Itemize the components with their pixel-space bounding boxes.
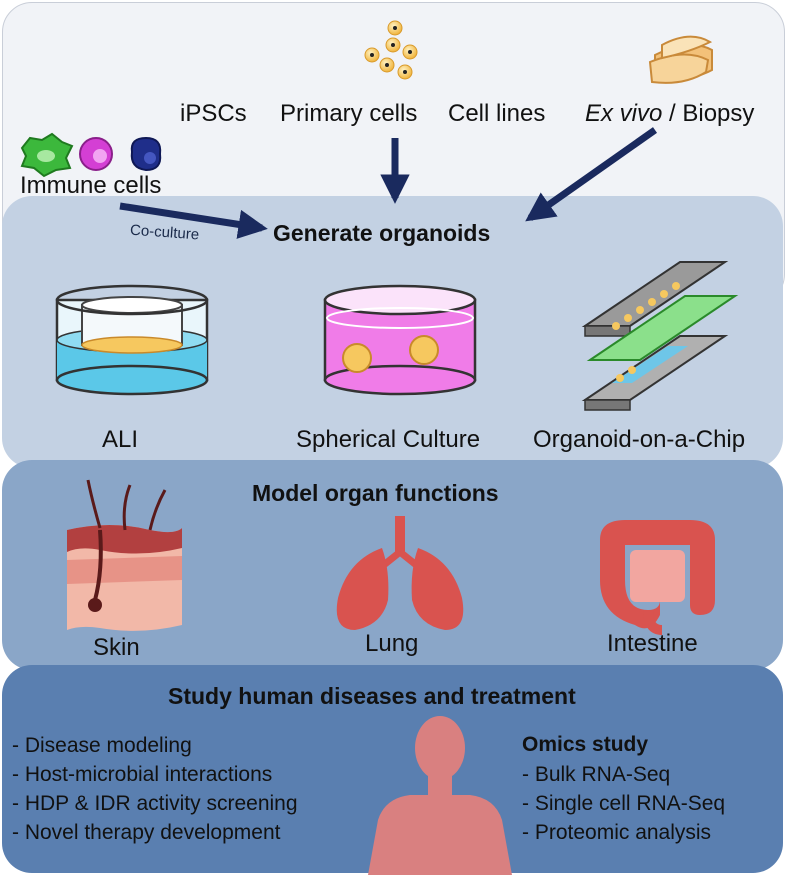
ali-dish-icon	[55, 284, 209, 396]
list-item: - Host-microbial interactions	[12, 763, 273, 786]
omics-list: - Bulk RNA-Seq - Single cell RNA-Seq - P…	[522, 760, 725, 847]
source-immune-cells-label: Immune cells	[20, 172, 162, 199]
intestine-icon	[600, 520, 715, 635]
generate-organoids-title: Generate organoids	[273, 220, 491, 246]
spherical-culture-dish-icon	[323, 284, 477, 396]
model-organ-functions-title: Model organ functions	[252, 480, 499, 506]
list-item: - Proteomic analysis	[522, 821, 712, 844]
organ-chip-icon	[581, 261, 739, 411]
tissue-biopsy-icon	[648, 35, 713, 84]
source-cell-lines-label: Cell lines	[448, 100, 546, 127]
source-primary-cells-label: Primary cells	[280, 100, 418, 127]
list-item: - Disease modeling	[12, 734, 192, 757]
biopsy-text: / Biopsy	[662, 100, 755, 127]
list-item: - HDP & IDR activity screening	[12, 792, 298, 815]
organ-lung-label: Lung	[365, 630, 419, 657]
study-title: Study human diseases and treatment	[168, 683, 576, 709]
method-chip-label: Organoid-on-a-Chip	[533, 426, 746, 453]
source-ipscs-label: iPSCs	[180, 100, 247, 127]
source-biopsy-label: Ex vivo / Biopsy	[585, 100, 754, 128]
list-item: - Single cell RNA-Seq	[522, 792, 726, 815]
method-spherical-label: Spherical Culture	[296, 426, 481, 453]
list-item: - Novel therapy development	[12, 821, 281, 844]
applications-list: - Disease modeling - Host-microbial inte…	[12, 731, 298, 847]
organ-skin-label: Skin	[93, 634, 140, 661]
method-ali-label: ALI	[102, 426, 139, 453]
immune-cells-icon	[20, 132, 162, 178]
human-silhouette-icon	[368, 716, 512, 875]
ex-vivo-text: Ex vivo	[585, 100, 663, 127]
arrow-coculture-to-organoids	[119, 202, 268, 239]
lungs-icon	[336, 516, 464, 630]
skin-icon	[67, 479, 182, 631]
omics-study-title: Omics study	[522, 733, 649, 756]
organ-intestine-label: Intestine	[607, 630, 698, 657]
list-item: - Bulk RNA-Seq	[522, 763, 671, 786]
cells-cluster-icon	[364, 20, 418, 80]
arrow-biopsy-to-organoids	[525, 127, 658, 222]
